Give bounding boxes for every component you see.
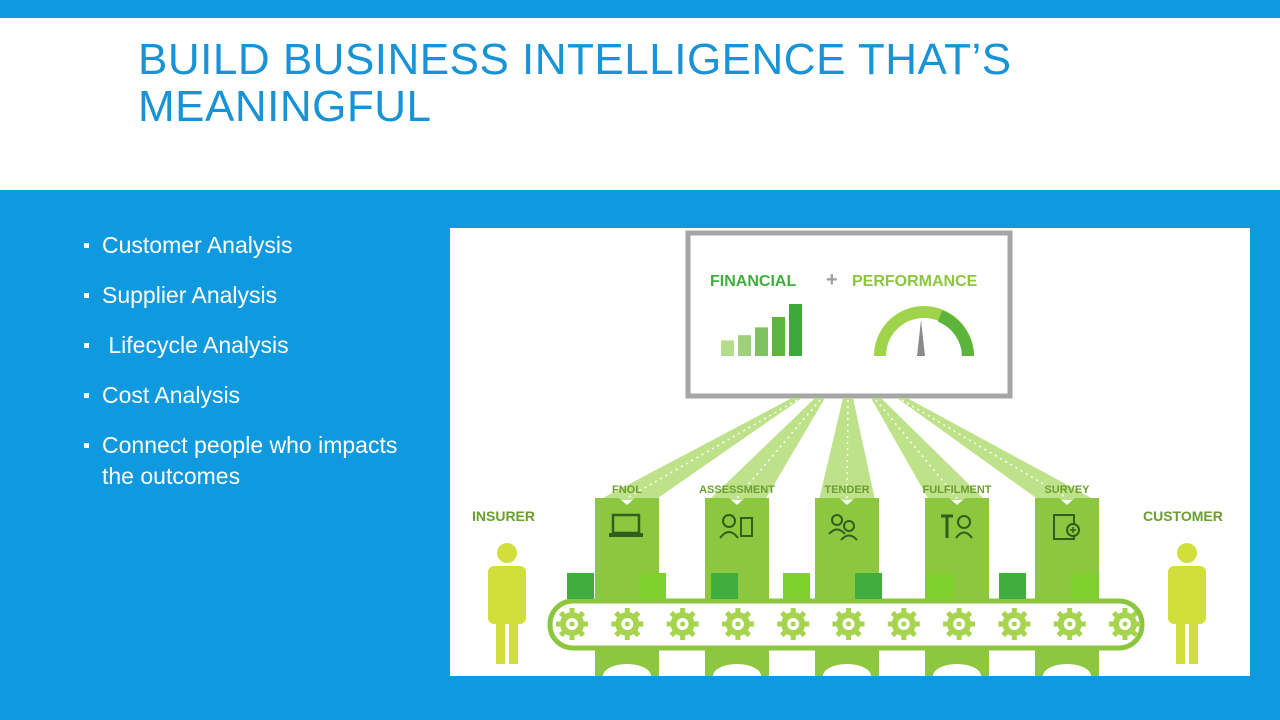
gear-icon xyxy=(611,608,644,640)
gear-icon xyxy=(998,608,1031,640)
financial-label: FINANCIAL xyxy=(710,273,796,290)
conveyor-box xyxy=(999,573,1026,599)
stage-icon xyxy=(941,514,973,539)
connector-dotted-line xyxy=(901,399,1068,499)
connector-beam xyxy=(897,398,1095,500)
insurer-label: INSURER xyxy=(472,508,535,524)
conveyor-boxes xyxy=(567,573,1098,599)
gauge-needle xyxy=(917,320,925,356)
gear-icon xyxy=(943,608,976,640)
connector-dotted-line xyxy=(846,399,849,499)
title-band xyxy=(0,18,1280,190)
bullet-item: Lifecycle Analysis xyxy=(82,330,412,361)
customer-label: CUSTOMER xyxy=(1143,508,1223,524)
bullet-square-icon xyxy=(84,243,89,248)
plus-sign: + xyxy=(826,269,838,291)
bar-chart-bar xyxy=(772,317,785,356)
bar-chart-bar xyxy=(721,340,734,356)
bullet-item: Cost Analysis xyxy=(82,380,412,411)
bar-chart-bar xyxy=(789,304,802,356)
process-diagram: FINANCIAL + PERFORMANCE FNOL ASSESSMENT TE… xyxy=(450,228,1250,676)
gear-icon xyxy=(832,608,865,640)
bar-chart-bar xyxy=(755,327,768,356)
stage-label: TENDER xyxy=(824,484,869,496)
gear-icon xyxy=(556,608,588,640)
gear-icon xyxy=(1053,608,1086,640)
stage-label: ASSESSMENT xyxy=(699,484,775,496)
bullet-item: Connect people who impacts the outcomes xyxy=(82,430,412,492)
stage-icon xyxy=(828,514,858,541)
stage-label: FNOL xyxy=(612,484,642,496)
bullet-item: Supplier Analysis xyxy=(82,280,412,311)
conveyor-belt xyxy=(547,598,1145,651)
connector-beam xyxy=(709,398,825,500)
connector-beam xyxy=(871,398,985,500)
conveyor-box xyxy=(711,573,738,599)
bullet-item: Customer Analysis xyxy=(82,230,412,261)
performance-label: PERFORMANCE xyxy=(852,273,978,290)
conveyor-box xyxy=(783,573,810,599)
gear-icon xyxy=(777,608,810,640)
gear-icon xyxy=(887,608,920,640)
connector-dotted-line xyxy=(626,399,798,499)
stage-label: FULFILMENT xyxy=(922,484,991,496)
stage-icon xyxy=(719,514,753,539)
conveyor-box xyxy=(639,573,666,599)
data-connector-beams xyxy=(599,398,1095,500)
stage-icon xyxy=(609,513,643,537)
conveyor-box xyxy=(855,573,882,599)
connector-beam xyxy=(599,398,802,500)
monitor-panel: FINANCIAL + PERFORMANCE xyxy=(685,230,1013,399)
insurer-person-icon xyxy=(488,543,526,664)
gauge-icon xyxy=(874,306,974,357)
bullet-square-icon xyxy=(84,343,89,348)
conveyor-box xyxy=(927,573,954,599)
gear-icon xyxy=(1109,608,1141,640)
slide-title: BUILD BUSINESS INTELLIGENCE THAT’S MEANI… xyxy=(138,35,1012,131)
conveyor-box xyxy=(567,573,594,599)
gear-icon xyxy=(721,608,754,640)
stage-icon xyxy=(1053,514,1080,540)
conveyor-box xyxy=(1071,573,1098,599)
customer-person-icon xyxy=(1168,543,1206,664)
bullet-list: Customer Analysis Supplier Analysis Life… xyxy=(82,230,412,511)
top-band xyxy=(0,0,1280,18)
bullet-square-icon xyxy=(84,293,89,298)
gear-icon xyxy=(666,608,699,640)
stage-label: SURVEY xyxy=(1044,484,1090,496)
conveyor-gears xyxy=(556,608,1141,640)
bullet-square-icon xyxy=(84,393,89,398)
bullet-square-icon xyxy=(84,443,89,448)
bar-chart-bar xyxy=(738,335,751,356)
bar-chart-icon xyxy=(721,304,802,356)
